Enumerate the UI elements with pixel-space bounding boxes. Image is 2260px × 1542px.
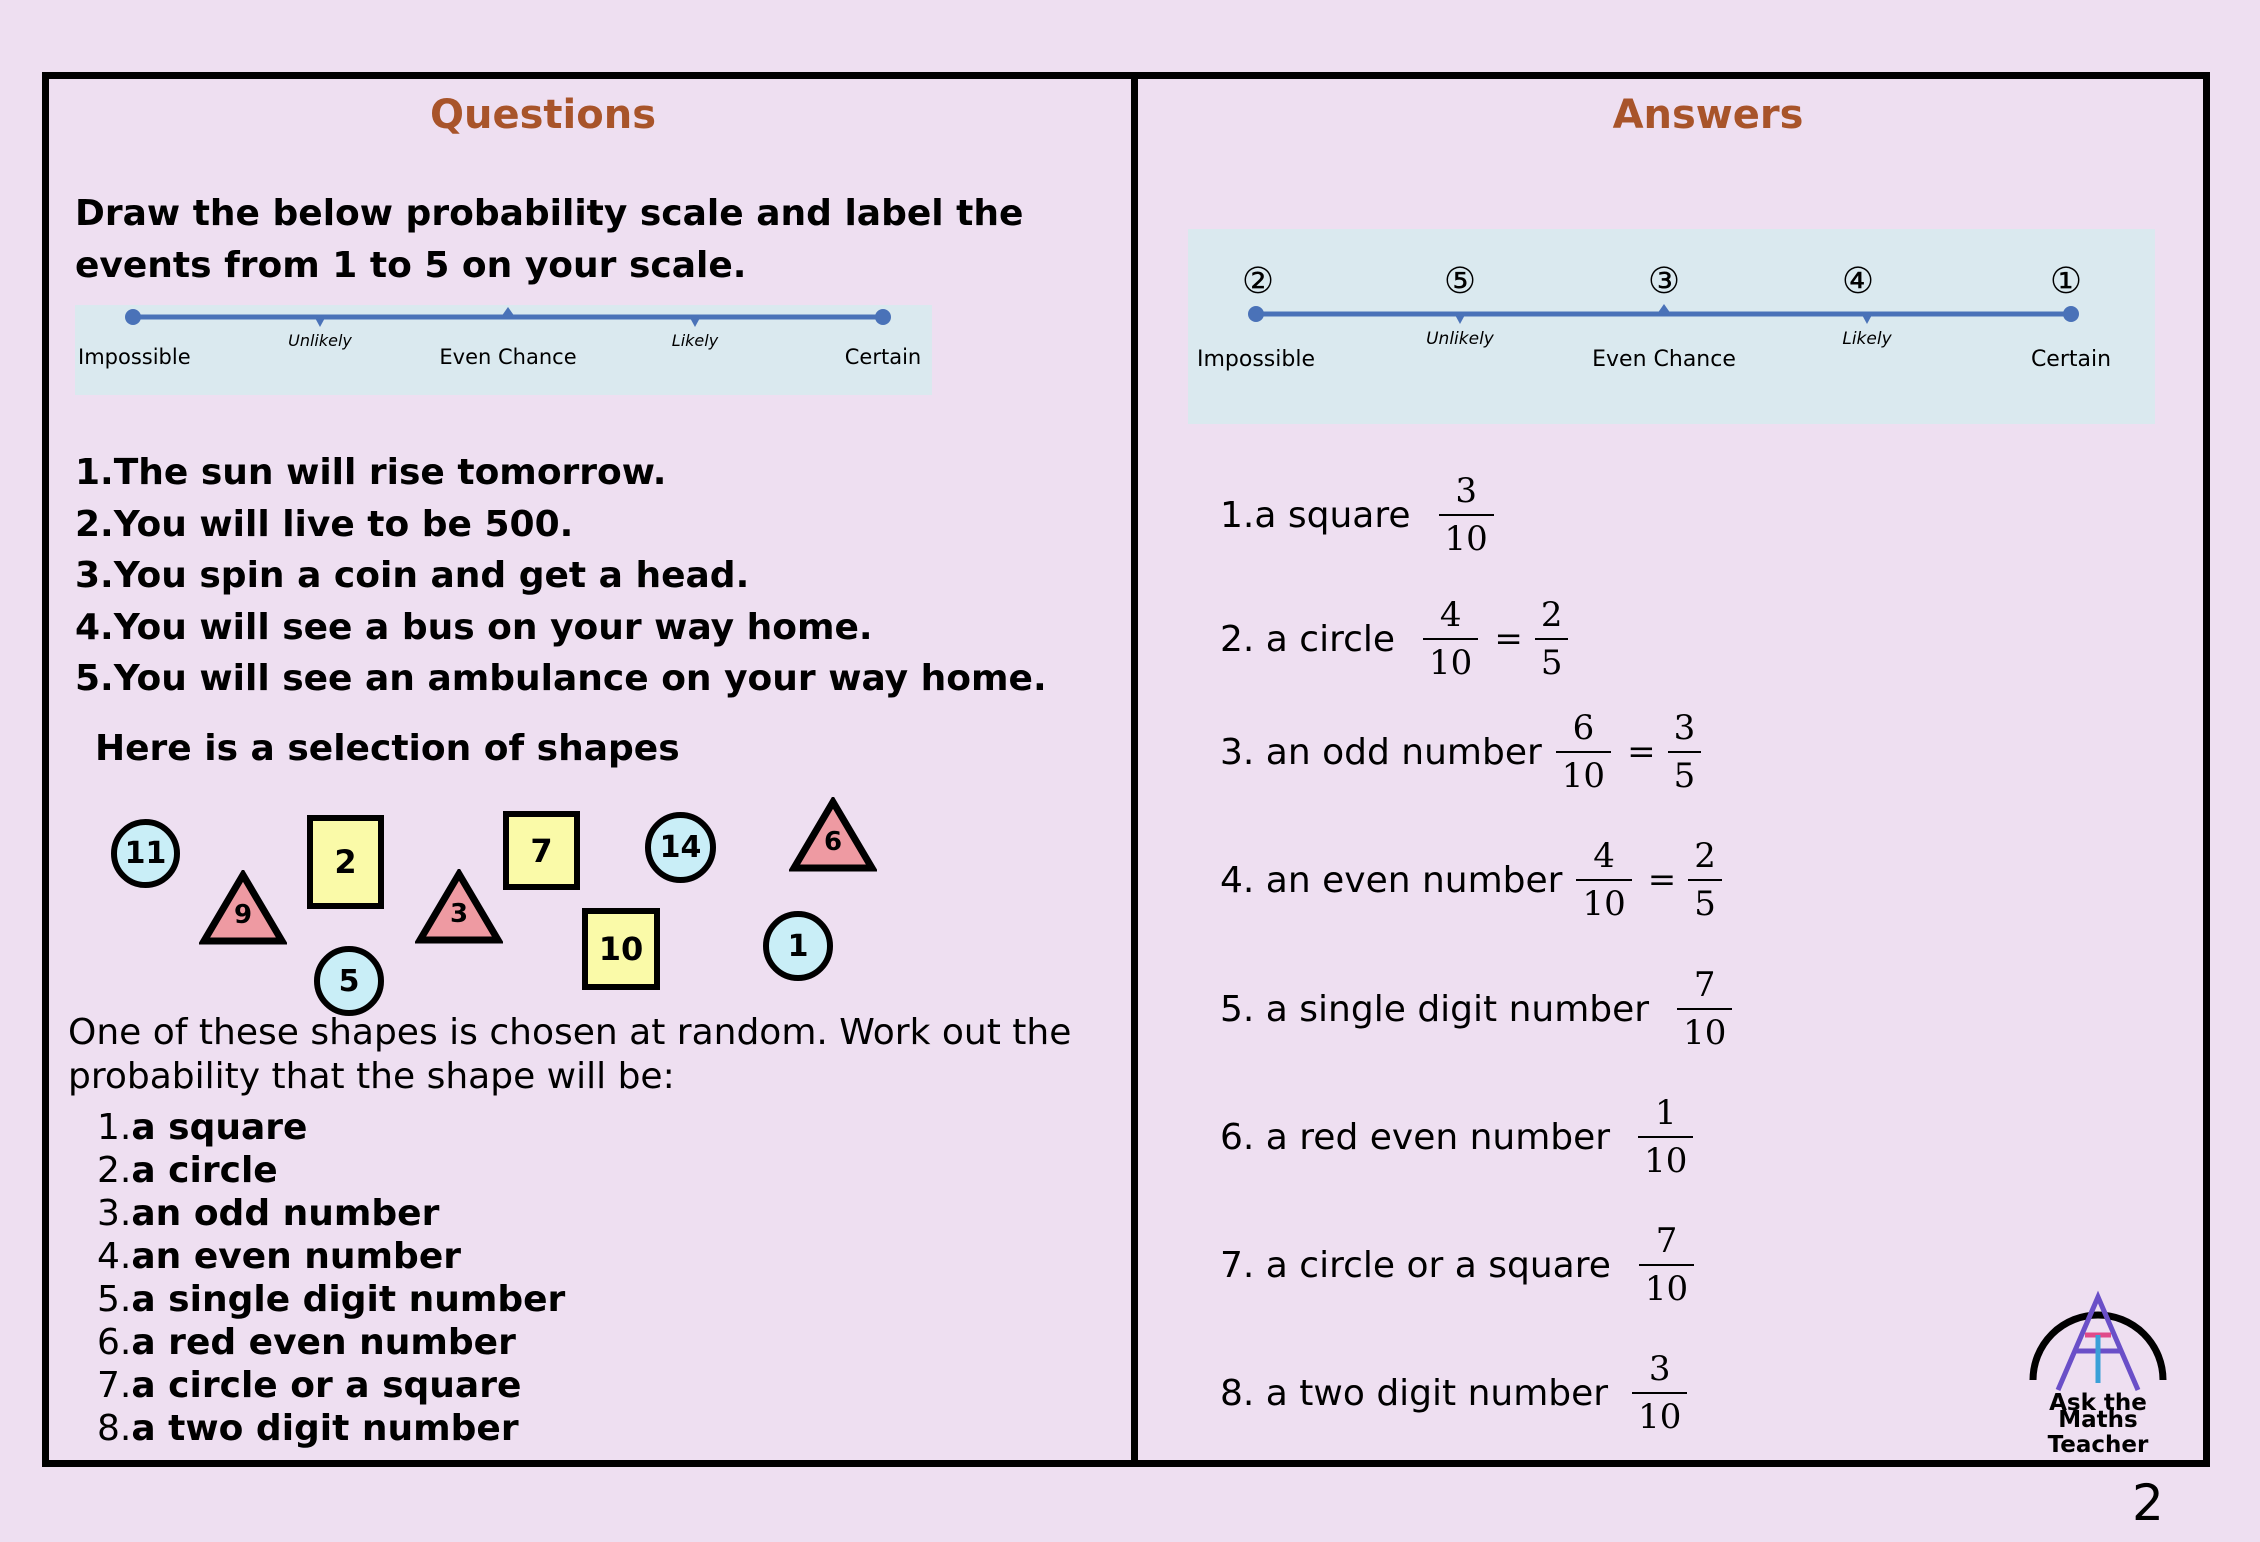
question-item: 4.an even number <box>97 1236 461 1277</box>
shape-square-7: 7 <box>503 811 580 890</box>
scale-label-even-chance: Even Chance <box>1592 347 1736 372</box>
scale-label-impossible: Impossible <box>78 345 191 369</box>
panel-divider <box>1131 72 1138 1467</box>
event-item: 3.You spin a coin and get a head. <box>75 555 750 596</box>
scale-instruction: Draw the below probability scale and lab… <box>75 193 1024 286</box>
worksheet-frame <box>42 72 2210 1467</box>
shape-circle-11: 11 <box>111 819 180 888</box>
triangle-number: 6 <box>823 827 843 857</box>
event-item: 1.The sun will rise tomorrow. <box>75 452 667 493</box>
event-item: 4.You will see a bus on your way home. <box>75 606 873 648</box>
answers-title: Answers <box>1612 92 1804 138</box>
shape-triangle-9: 9 <box>197 868 289 946</box>
triangle-number: 9 <box>233 900 253 930</box>
scale-label-certain: Certain <box>844 345 922 369</box>
answer-marker-even: ③ <box>1647 261 1681 302</box>
shape-circle-1: 1 <box>763 911 833 981</box>
event-item: 2.You will live to be 500. <box>75 503 574 545</box>
triangle-number: 3 <box>449 899 469 929</box>
scale-label-likely: Likely <box>671 331 719 350</box>
question-item: 8.a two digit number <box>97 1408 519 1449</box>
answer-marker-certain: ① <box>2049 261 2083 302</box>
scale-label-likely: Likely <box>1842 329 1892 349</box>
scale-line-graphic <box>125 307 891 327</box>
shape-square-2: 2 <box>307 815 384 909</box>
event-item: 5.You will see an ambulance on your way … <box>75 658 1047 699</box>
events-list: 1.The sun will rise tomorrow. 2.You will… <box>75 447 1095 705</box>
ask-the-maths-teacher-logo: Ask the Maths Teacher <box>2008 1285 2188 1458</box>
question-item: 7.a circle or a square <box>97 1365 522 1406</box>
question-item: 6.a red even number <box>97 1322 516 1363</box>
scale-label-unlikely: Unlikely <box>1426 329 1494 349</box>
answers-probability-scale: ② ⑤ ③ ④ ① Impossible Unlikely Even Chanc… <box>1188 229 2155 424</box>
question-item: 2.a circle <box>97 1150 278 1191</box>
scale-label-certain: Certain <box>2030 347 2112 372</box>
shape-triangle-3: 3 <box>413 867 505 945</box>
scale-label-impossible: Impossible <box>1197 347 1315 372</box>
logo-icon <box>2029 1290 2167 1391</box>
answer-marker-likely: ④ <box>1841 261 1875 302</box>
probability-instruction: One of these shapes is chosen at random.… <box>68 1012 1072 1097</box>
shapes-heading: Here is a selection of shapes <box>95 728 680 769</box>
probability-question-list: 1.a square 2.a circle 3.an odd number 4.… <box>97 1106 565 1450</box>
answer-marker-impossible: ② <box>1241 261 1275 302</box>
scale-label-even-chance: Even Chance <box>439 345 577 369</box>
question-item: 5.a single digit number <box>97 1279 566 1320</box>
question-item: 3.an odd number <box>97 1193 440 1234</box>
logo-line-2: Maths Teacher <box>2047 1407 2149 1458</box>
triangle-graphic <box>787 795 879 872</box>
shape-circle-14: 14 <box>645 812 716 883</box>
scale-label-unlikely: Unlikely <box>288 331 352 350</box>
page-number: 2 <box>2132 1474 2164 1532</box>
logo-line-1: Ask the <box>2049 1390 2147 1416</box>
triangle-graphic <box>197 868 289 945</box>
question-item: 1.a square <box>97 1107 308 1148</box>
answer-marker-unlikely: ⑤ <box>1443 261 1477 302</box>
shape-square-10: 10 <box>582 908 660 990</box>
questions-probability-scale: Impossible Unlikely Even Chance Likely C… <box>75 305 932 395</box>
shape-triangle-6: 6 <box>787 795 879 873</box>
scale-line-graphic <box>1248 304 2079 324</box>
triangle-graphic <box>413 867 505 944</box>
shape-circle-5: 5 <box>314 946 384 1016</box>
questions-title: Questions <box>429 92 656 138</box>
